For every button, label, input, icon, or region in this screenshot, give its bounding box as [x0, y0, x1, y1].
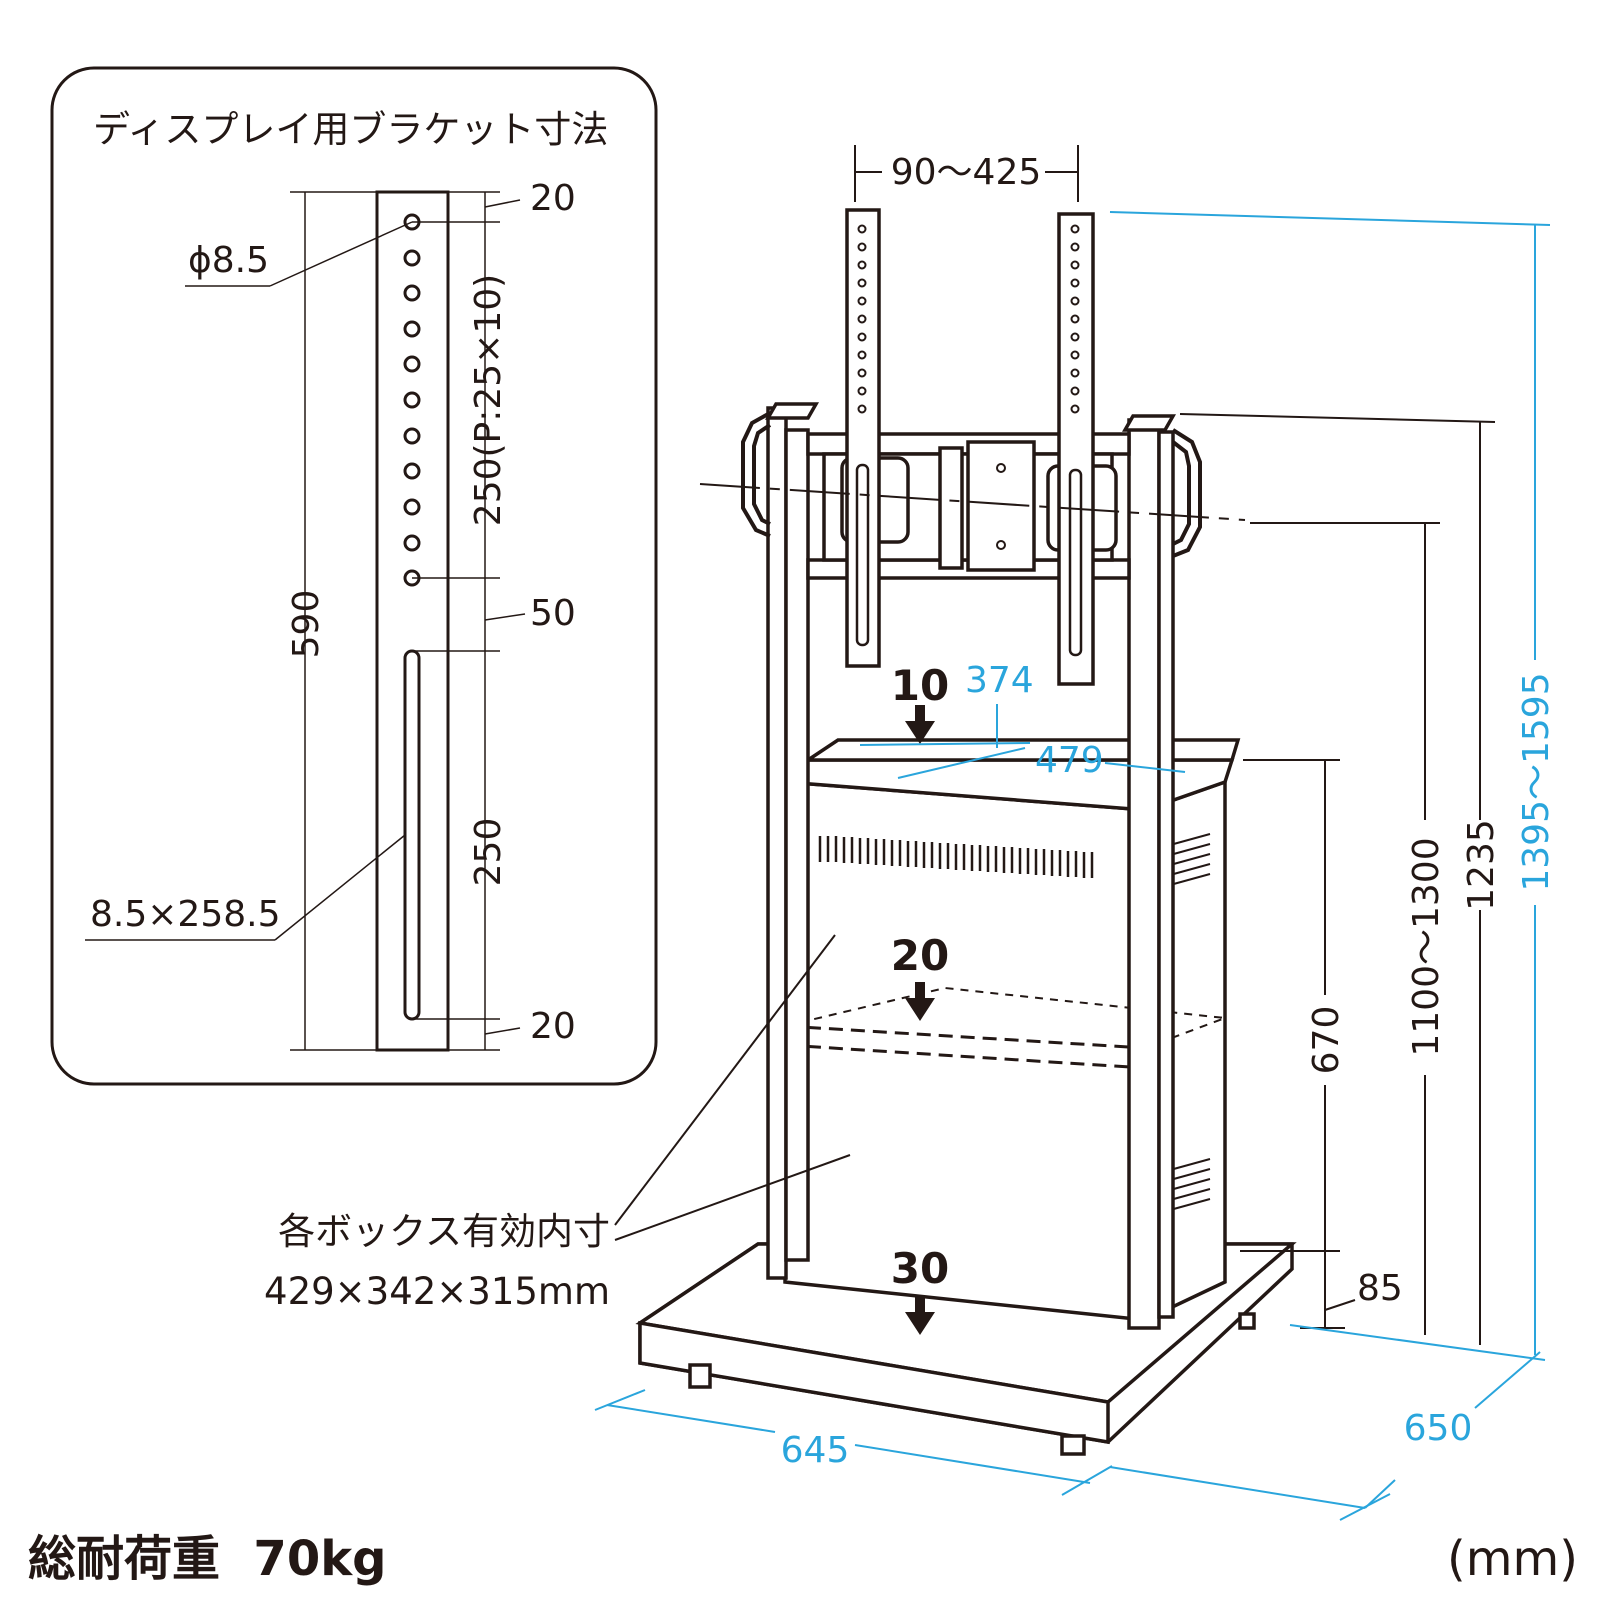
box-note-leaders	[614, 934, 851, 1241]
height-frame: 1235	[1461, 819, 1502, 911]
bracket-total: 590	[286, 590, 327, 659]
vent-slots	[818, 836, 1094, 878]
shelf-arrows	[905, 705, 935, 1335]
box-note-line1: 各ボックス有効内寸	[278, 1210, 610, 1253]
dim-top: 20	[530, 178, 576, 219]
height-base: 85	[1357, 1268, 1403, 1309]
inner-dimension-lines	[859, 704, 1186, 779]
width: 645	[781, 1430, 850, 1471]
bracket-inset: ディスプレイ用ブラケット寸法 20	[50, 66, 658, 1086]
slot-span: 250	[468, 818, 509, 887]
total-load: 総耐荷重 70kg	[28, 1531, 387, 1587]
height-box: 670	[1306, 1006, 1347, 1075]
height-total: 1395〜1595	[1516, 672, 1557, 891]
total-height-lines	[1109, 211, 1551, 1361]
depth: 650	[1404, 1408, 1473, 1449]
inset-frame	[50, 66, 658, 1086]
shelf-offset-bottom: 30	[891, 1244, 949, 1293]
vesa-dimension-lines	[854, 145, 1079, 202]
inner-depth: 374	[965, 660, 1034, 701]
vertical-posts	[764, 402, 1177, 1330]
vesa-range: 90〜425	[891, 152, 1042, 193]
inner-width: 479	[1035, 740, 1104, 781]
box-note-line2: 429×342×315mm	[264, 1270, 610, 1313]
footprint-dimension-lines	[594, 1351, 1541, 1521]
height-dimension-lines	[1179, 413, 1496, 1345]
slot-size: 8.5×258.5	[90, 894, 280, 935]
shelf-offset-top: 10	[891, 661, 949, 710]
stand-drawing: 10 20 30 90〜425 374 479 各ボックス有効内寸 429×34…	[264, 145, 1557, 1521]
shelf-offset-mid: 20	[891, 931, 949, 980]
hole-diameter: ϕ8.5	[188, 240, 269, 281]
inset-title: ディスプレイ用ブラケット寸法	[93, 108, 608, 151]
dim-bottom: 20	[530, 1006, 576, 1047]
display-bracket-right	[1057, 212, 1095, 686]
handles	[741, 411, 1202, 558]
inset-dimension-lines	[85, 191, 526, 1051]
unit-label: (mm)	[1447, 1531, 1578, 1587]
bracket-slot	[403, 649, 421, 1021]
display-bracket-left	[845, 208, 881, 668]
height-center: 1100〜1300	[1406, 837, 1447, 1056]
center-line	[699, 483, 1246, 521]
dim-gap: 50	[530, 593, 576, 634]
side-vents	[1169, 833, 1211, 1211]
hole-pitch: 250(P:25×10)	[468, 274, 509, 526]
